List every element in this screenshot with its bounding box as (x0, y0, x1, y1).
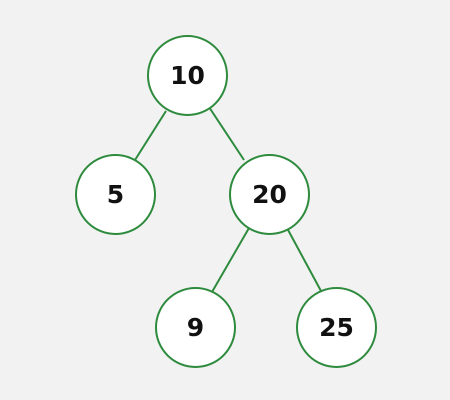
edge-20-9 (211, 227, 250, 293)
node-label: 20 (252, 180, 287, 209)
tree-node-20: 20 (229, 154, 310, 235)
tree-node-25: 25 (296, 287, 377, 368)
edge-10-20 (208, 106, 245, 161)
node-label: 25 (319, 313, 354, 342)
tree-node-9: 9 (155, 287, 236, 368)
tree-node-10: 10 (147, 35, 228, 116)
node-label: 5 (106, 180, 125, 209)
edge-10-5 (134, 110, 167, 161)
node-label: 9 (186, 313, 205, 342)
edge-20-25 (286, 227, 322, 292)
node-label: 10 (170, 61, 205, 90)
tree-node-5: 5 (75, 154, 156, 235)
